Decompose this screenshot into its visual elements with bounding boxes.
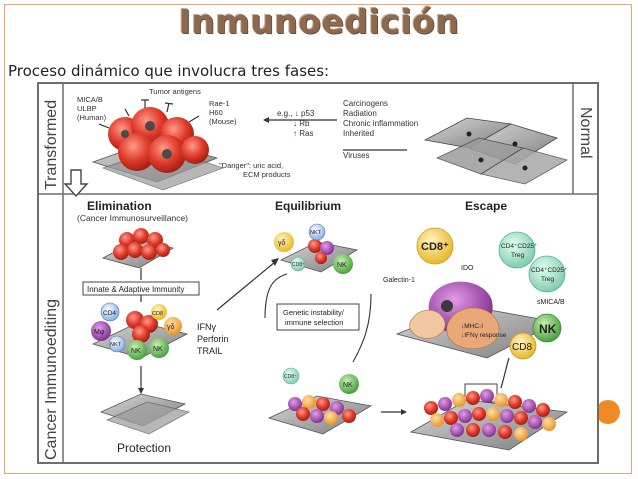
protection-label: Protection [117, 441, 171, 455]
elimination-tumor-cluster [101, 228, 175, 269]
cell-nk-escape-label: NK [539, 322, 557, 336]
cell-cd8-eq-label: CD8⁺ [292, 262, 305, 268]
label-cancer-immunoediting: Cancer Immunoediting [43, 299, 60, 460]
galectin-label: Galectin-1 [383, 277, 415, 284]
genetic-instability-box [276, 303, 360, 331]
cell-cd8-eq-2-label: CD8⁺ [284, 374, 297, 380]
cell-nk-escape [532, 313, 562, 343]
cell-gd-eq [274, 232, 294, 252]
equilibrium-bottom [267, 395, 373, 435]
cell-cd8-escape-2 [509, 332, 537, 360]
slide-subtitle: Proceso dinámico que involucra tres fase… [8, 62, 330, 80]
gene-change-p53: e.g., ↓ p53 [277, 109, 315, 118]
cell-cd4-label: CD4 [103, 310, 116, 317]
cell-nkt-label: NKT [110, 342, 122, 348]
cause-inflammation: Chronic inflammation [343, 119, 418, 128]
cell-nkt-eq [308, 223, 326, 241]
cause-inherited: Inherited [343, 129, 374, 138]
cause-viruses: Viruses [343, 151, 370, 160]
cell-nk-eq-label: NK [337, 262, 347, 269]
cell-cd4 [100, 302, 120, 322]
slide-number-dot [596, 400, 620, 424]
cell-nkt-eq-label: NKT [310, 230, 322, 236]
danger-label-2: ECM products [243, 170, 291, 179]
protection-tissue [99, 393, 191, 435]
arrowhead-escape [401, 409, 407, 415]
phase-elimination-sub: (Cancer Immunosurveillance) [77, 213, 188, 223]
cell-cd8-escape [416, 227, 454, 265]
mediator-trail: TRAIL [197, 346, 223, 356]
cell-treg-2 [528, 255, 566, 293]
cell-treg-1 [498, 231, 536, 269]
cell-treg-1-label-2: Treg [511, 252, 525, 259]
arrowhead-eq [271, 258, 279, 266]
cell-gd-elim [164, 317, 182, 335]
ligand-human: (Human) [77, 113, 107, 122]
ligand-rae1: Rae-1 [209, 99, 229, 108]
ligand-ulbp: ULBP [77, 104, 97, 113]
cell-cd8-eq-2 [282, 367, 300, 385]
label-normal: Normal [577, 107, 594, 159]
transformed-tumor [91, 99, 225, 191]
gene-change-ras: ↑ Ras [293, 129, 313, 138]
mhc-label-2: ↓IFNγ response [461, 332, 507, 339]
cell-nk-eq-2 [339, 374, 359, 394]
ligand-mouse: (Mouse) [209, 117, 237, 126]
mediator-perforin: Perforin [197, 334, 229, 344]
transformation-arrow [63, 169, 89, 198]
cell-cd8-escape-label: CD8⁺ [421, 241, 449, 253]
innate-immunity-label: Innate & Adaptive Immunity [87, 285, 184, 294]
ido-label: IDO [461, 265, 474, 272]
phase-escape: Escape [465, 199, 507, 213]
cell-gd-eq-label: γδ [278, 240, 286, 247]
immunoediting-figure: Transformed Cancer Immunoediting Normal … [37, 82, 599, 464]
genetic-instability-label-1: Genetic instability/ [283, 308, 345, 317]
cell-treg-2-label: CD4⁺CD25⁺ [531, 267, 568, 274]
arrowhead [263, 117, 269, 123]
cell-cd8-escape-2-label: CD8 [512, 342, 532, 353]
escape-tumor-mass [409, 389, 569, 451]
genetic-instability-label-2: immune selection [285, 318, 343, 327]
danger-label: "Danger": uric acid, [219, 161, 283, 170]
ligand-mica: MICA/B [77, 95, 103, 104]
cell-treg-1-label: CD4⁺CD25⁺ [501, 243, 538, 250]
mediator-ifng: IFNγ [197, 322, 216, 332]
arrow-to-escape-detail [500, 357, 510, 389]
cycle-arrow-up [264, 273, 288, 319]
gene-change-rb: ↓ Rb [293, 119, 310, 128]
cycle-arrow-down [352, 293, 372, 363]
cell-nk-elim [127, 340, 147, 360]
cell-macrophage-label: Mφ [94, 329, 105, 336]
phase-elimination: Elimination [87, 199, 152, 213]
arrowhead-protection [138, 388, 144, 394]
normal-tissue [423, 117, 569, 185]
cell-nk-elim-2 [149, 338, 169, 358]
label-transformed: Transformed [43, 100, 60, 190]
tumor-antigens-label: Tumor antigens [149, 87, 201, 96]
cell-macrophage [91, 321, 111, 341]
cell-cd8-elim [151, 304, 167, 320]
cell-nk-eq-2-label: NK [343, 382, 353, 389]
cell-cd8-eq [290, 256, 306, 272]
ligand-h60: H60 [209, 108, 223, 117]
phase-equilibrium: Equilibrium [275, 199, 341, 213]
cell-cd8-elim-label: CD8 [152, 311, 163, 317]
arrow-to-equilibrium [216, 261, 276, 311]
cause-radiation: Radiation [343, 109, 377, 118]
slide-title: Inmunoedición [178, 2, 460, 41]
slide-border [4, 4, 632, 474]
cause-carcinogens: Carcinogens [343, 99, 388, 108]
cell-nk-elim-label: NK [131, 348, 141, 355]
mhc-label-1: ↓MHC-I [461, 323, 483, 330]
smica-label: sMICA/B [537, 299, 565, 306]
cell-nkt [108, 335, 126, 353]
cell-treg-2-label-2: Treg [541, 276, 555, 283]
cell-gd-elim-label: γδ [167, 324, 175, 331]
cell-nk-eq [333, 254, 353, 274]
cell-nk-elim-2-label: NK [153, 346, 163, 353]
